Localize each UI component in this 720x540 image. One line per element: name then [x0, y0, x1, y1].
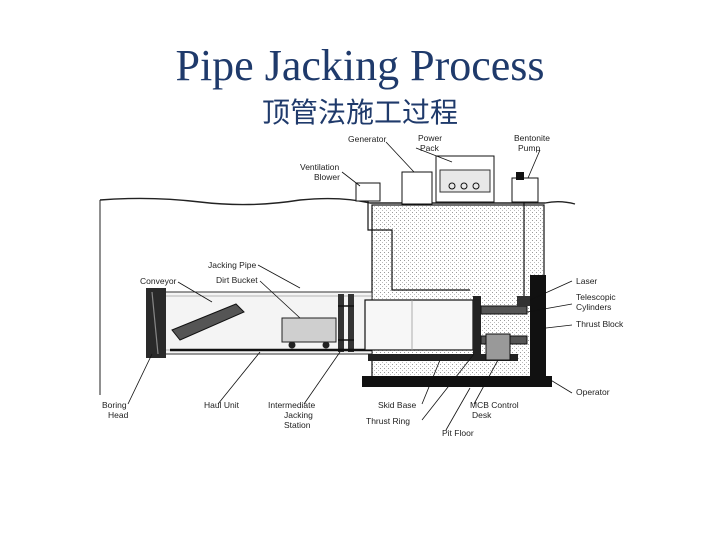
label-conveyor: Conveyor	[140, 276, 177, 286]
label-thrust-ring: Thrust Ring	[366, 416, 410, 426]
label-pit-floor: Pit Floor	[442, 428, 474, 438]
label-thrust-block: Thrust Block	[576, 319, 624, 329]
thrust-block	[530, 275, 546, 379]
leader-lines	[127, 141, 573, 431]
conveyor	[171, 303, 245, 341]
laser-unit	[517, 296, 530, 306]
pit-floor-slab	[362, 376, 552, 387]
service-lines	[367, 201, 470, 291]
dirt-bucket	[281, 317, 337, 343]
mcb-control-desk	[485, 333, 511, 361]
bentonite-pump	[511, 177, 539, 203]
slide-subtitle: 顶管法施工过程	[261, 96, 458, 129]
generator	[401, 171, 433, 205]
label-haul-unit: Haul Unit	[204, 400, 240, 410]
label-dirt-bucket: Dirt Bucket	[216, 275, 258, 285]
jacking-pipe-in-pit	[364, 299, 474, 351]
slide-title: Pipe Jacking Process	[175, 41, 545, 90]
label-jacking-pipe: Jacking Pipe	[208, 260, 256, 270]
intermediate-jacking-station	[338, 294, 354, 352]
skid-base	[368, 354, 518, 361]
label-operator: Operator	[576, 387, 610, 397]
boring-head	[146, 288, 166, 358]
thrust-ring	[473, 296, 481, 354]
label-laser: Laser	[576, 276, 597, 286]
label-skid-base: Skid Base	[378, 400, 417, 410]
label-generator: Generator	[348, 134, 386, 144]
ground-surface	[99, 197, 576, 206]
